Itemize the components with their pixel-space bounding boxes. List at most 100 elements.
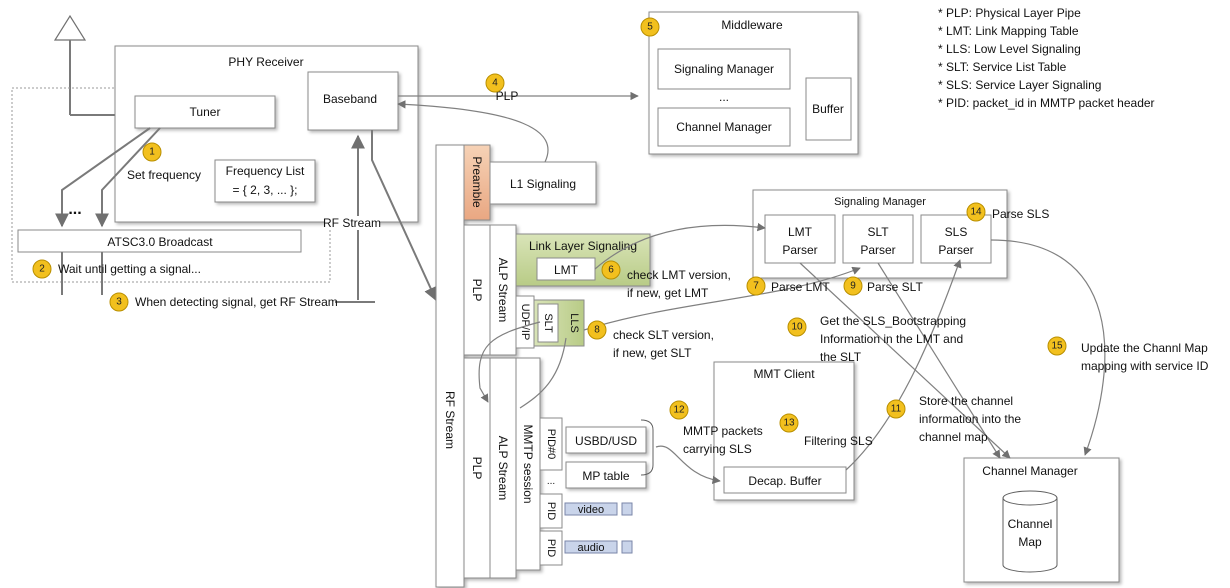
link-layer-signaling-label: Link Layer Signaling (529, 239, 637, 253)
mw-channel-manager-box (657, 107, 791, 147)
step-14-text: Parse SLS (992, 207, 1049, 221)
svg-text:12: 12 (673, 405, 685, 416)
svg-text:2: 2 (39, 264, 45, 275)
svg-text:11: 11 (891, 404, 902, 415)
legend: * PLP: Physical Layer Pipe * LMT: Link M… (938, 6, 1155, 110)
step-badge-6: 6 (601, 260, 621, 280)
sls-parser-line2: Parser (938, 243, 973, 257)
svg-text:3: 3 (116, 297, 122, 308)
step-12-text-2: carrying SLS (683, 442, 752, 456)
step-11-text-2: information into the (919, 412, 1021, 426)
middleware-title: Middleware (721, 18, 783, 32)
step-11-text-1: Store the channel (919, 394, 1013, 408)
rf-stream-column (435, 144, 465, 588)
video-stub (564, 502, 618, 516)
pid-video-block (539, 493, 563, 529)
usbd-usd-label: USBD/USD (575, 434, 637, 448)
video-label: video (578, 504, 604, 516)
set-frequency-label: Set frequency (127, 168, 201, 182)
step-badge-1: 1 (142, 142, 162, 162)
step-10-text-2: Information in the LMT and (820, 332, 963, 346)
lmt-parser-line2: Parser (782, 243, 817, 257)
step-badge-13: 13 (779, 413, 799, 433)
usbd-usd-box (565, 426, 647, 454)
svg-text:5: 5 (647, 22, 653, 33)
tuner-box (134, 95, 276, 129)
step-15-text-2: mapping with service ID (1081, 359, 1209, 373)
channel-map-line1: Channel (1008, 517, 1053, 531)
step-badge-2: 2 (32, 259, 52, 279)
alp-stream-1-block (489, 224, 517, 356)
slt-label: SLT (542, 313, 554, 333)
step-badge-14: 14 (966, 202, 986, 222)
pid0-block (539, 417, 563, 471)
l1-signaling-label: L1 Signaling (510, 177, 576, 191)
step-9-text: Parse SLT (867, 280, 923, 294)
step-2-text: Wait until getting a signal... (58, 262, 201, 276)
step-badge-10: 10 (787, 317, 807, 337)
step-10-text-1: Get the SLS_Bootstrapping (820, 314, 966, 328)
step-badge-3: 3 (109, 292, 129, 312)
phy-receiver-title: PHY Receiver (228, 55, 303, 69)
plp-2-label: PLP (470, 457, 484, 480)
step-badge-8: 8 (587, 320, 607, 340)
pid-audio-block (539, 530, 563, 566)
alp-stream-2-block (489, 357, 517, 579)
mw-buffer-label: Buffer (812, 102, 844, 116)
udp-ip-label: UDP/IP (519, 304, 531, 341)
channel-map-line2: Map (1018, 535, 1042, 549)
step-11-text-3: channel map (919, 430, 988, 444)
plp-1-label: PLP (470, 279, 484, 302)
svg-text:15: 15 (1051, 341, 1063, 352)
mw-signaling-manager-label: Signaling Manager (674, 62, 774, 76)
lmt-parser-box (764, 214, 836, 264)
frequency-list-values: = { 2, 3, ... }; (232, 183, 297, 197)
sls-parser-line1: SLS (945, 225, 968, 239)
svg-text:4: 4 (492, 78, 498, 89)
step-3-text: When detecting signal, get RF Stream (135, 295, 338, 309)
step-badge-15: 15 (1047, 336, 1067, 356)
svg-text:1: 1 (149, 147, 155, 158)
atsc-broadcast-label: ATSC3.0 Broadcast (107, 235, 213, 249)
channel-map-database-icon (1002, 490, 1058, 573)
audio-stub (564, 540, 618, 554)
lmt-label: LMT (554, 263, 579, 277)
svg-text:13: 13 (783, 418, 795, 429)
step-6-text-2: if new, get LMT (627, 286, 709, 300)
rf-stream-column-label: RF Stream (443, 391, 457, 449)
step-8-text-2: if new, get SLT (613, 346, 692, 360)
l1-signaling-box (489, 161, 597, 205)
legend-item-slt: * SLT: Service List Table (938, 60, 1067, 74)
step-6-text-1: check LMT version, (627, 268, 731, 282)
step-badge-9: 9 (843, 276, 863, 296)
lls-label: LLS (568, 313, 580, 333)
pid-video-label: PID (545, 502, 557, 520)
step-badge-7: 7 (746, 276, 766, 296)
step-13-text: Filtering SLS (804, 434, 873, 448)
preamble-label: Preamble (470, 156, 484, 208)
plp-arrow-label: PLP (496, 89, 519, 103)
step-badge-12: 12 (669, 400, 689, 420)
decap-buffer-box (723, 466, 847, 494)
step-7-text: Parse LMT (771, 280, 830, 294)
step-15-text-1: Update the Channl Map (1081, 341, 1208, 355)
svg-text:8: 8 (594, 325, 600, 336)
baseband-box (307, 71, 399, 131)
mw-channel-manager-label: Channel Manager (676, 120, 771, 134)
pid-dots: ... (547, 476, 555, 487)
mp-table-label: MP table (582, 469, 629, 483)
legend-item-plp: * PLP: Physical Layer Pipe (938, 6, 1081, 20)
signaling-manager-title: Signaling Manager (834, 196, 926, 208)
step-badge-5: 5 (640, 17, 660, 37)
sls-parser-box (920, 214, 992, 264)
alp-stream-1-label: ALP Stream (496, 258, 510, 322)
broadcast-dots: ... (68, 201, 81, 218)
step-10-text-3: the SLT (820, 350, 862, 364)
decap-buffer-label: Decap. Buffer (748, 474, 821, 488)
lmt-parser-line1: LMT (788, 225, 813, 239)
rf-stream-feedback-label: RF Stream (323, 216, 381, 230)
svg-text:7: 7 (753, 281, 759, 292)
slt-parser-line2: Parser (860, 243, 895, 257)
mp-table-box (565, 461, 647, 489)
alp-stream-2-label: ALP Stream (496, 436, 510, 500)
